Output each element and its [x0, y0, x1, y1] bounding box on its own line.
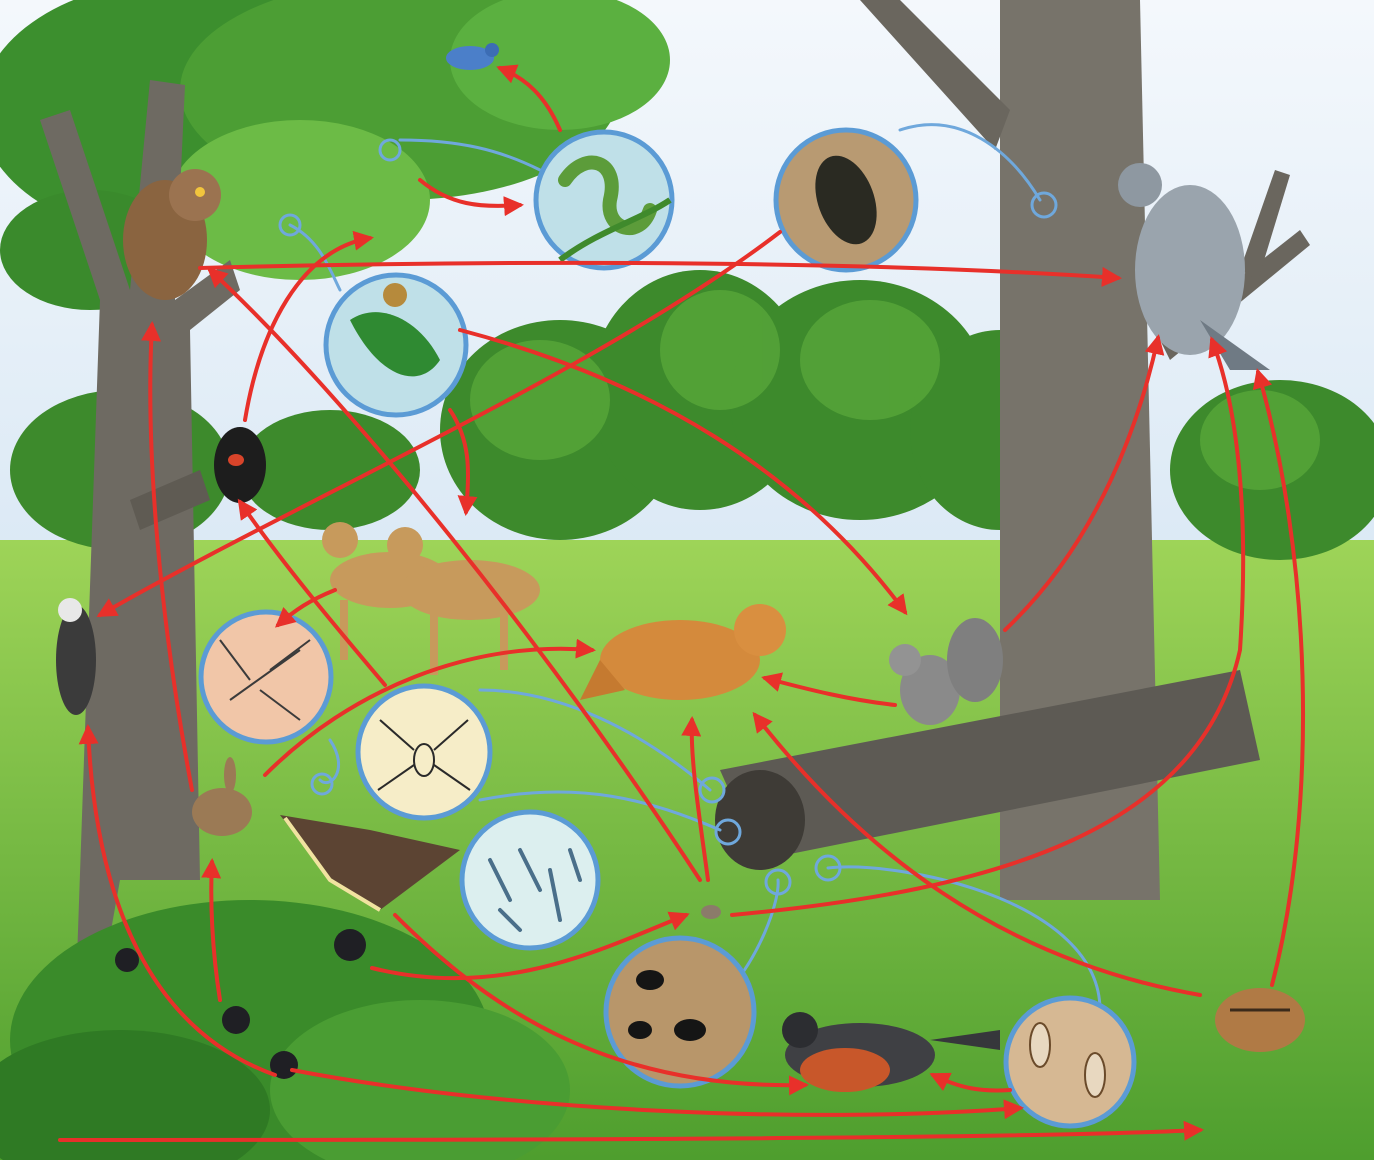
caterpillar-inset	[536, 132, 672, 268]
beetle-inset	[776, 130, 916, 270]
acorn-icon	[383, 283, 407, 307]
spider-inset	[358, 686, 490, 818]
termite-inset	[1006, 998, 1134, 1126]
chipmunk-icon	[1215, 988, 1305, 1052]
mouse-icon	[701, 905, 721, 919]
oak-leaf-inset	[326, 275, 466, 415]
mosquito-inset	[201, 612, 331, 742]
bacteria-inset	[462, 812, 598, 948]
blackbird-icon	[214, 427, 266, 503]
